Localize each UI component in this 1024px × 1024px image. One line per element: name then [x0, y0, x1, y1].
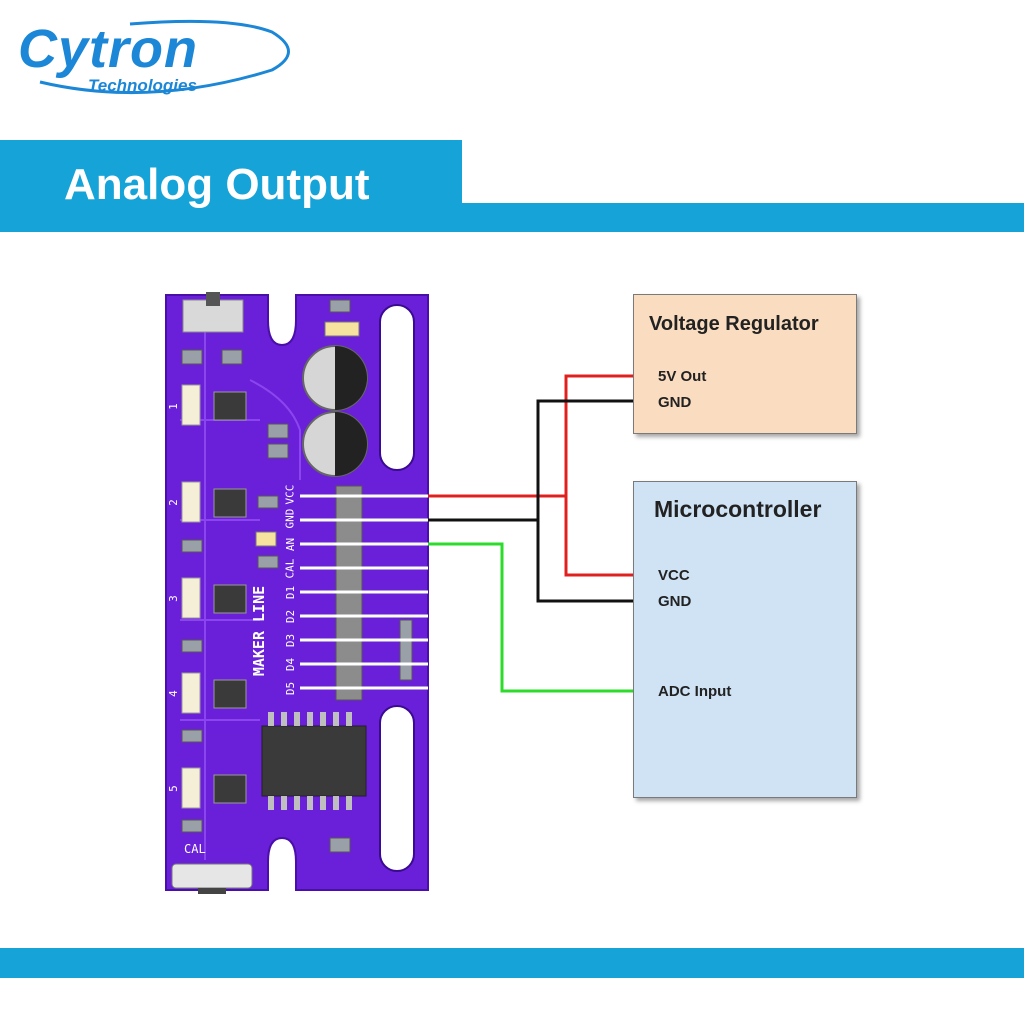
sensor-label-5: 5 — [166, 785, 180, 792]
regulator-pin-gnd: GND — [658, 394, 692, 411]
pin-label-d3: D3 — [284, 633, 298, 648]
wire-ground-mcu — [536, 520, 648, 603]
pin-label-d1: D1 — [284, 585, 298, 600]
wire-power — [428, 374, 648, 498]
title-band — [0, 140, 462, 232]
title-band-extension — [462, 203, 1024, 232]
sensor-1 — [181, 384, 247, 426]
capacitor — [302, 411, 368, 477]
logo-tagline: Technologies — [88, 76, 197, 95]
microcontroller-title: Microcontroller — [654, 496, 822, 522]
cal-label: CAL — [184, 842, 206, 856]
sensor-label-3: 3 — [166, 595, 180, 602]
calibration-button — [171, 863, 253, 889]
sensor-3 — [181, 577, 247, 619]
voltage-regulator-title: Voltage Regulator — [649, 313, 819, 335]
pin-label-d4: D4 — [284, 657, 298, 672]
logo-wordmark: Cytron — [18, 19, 198, 79]
sensor-2 — [181, 481, 247, 523]
pcb-traces — [180, 330, 301, 860]
wire-ground — [428, 399, 648, 522]
wire-signal — [428, 542, 648, 693]
pin-label-vcc: VCC — [283, 484, 297, 505]
mcu-pin-gnd: GND — [658, 593, 692, 610]
mcu-pin-adc-input: ADC Input — [658, 683, 732, 700]
smd-led — [255, 531, 277, 547]
smd-components — [181, 299, 413, 853]
sensor-label-1: 1 — [166, 403, 180, 410]
pin-label-an: AN — [284, 537, 298, 552]
smd-led — [324, 321, 360, 337]
sensor-label-4: 4 — [166, 690, 180, 697]
page-title: Analog Output — [64, 160, 370, 209]
sensor-5 — [181, 767, 247, 809]
sensor-4 — [181, 672, 247, 714]
ic-chip — [261, 712, 367, 810]
pin-label-d5: D5 — [284, 681, 298, 696]
sensor-label-2: 2 — [166, 499, 180, 506]
cytron-logo: Cytron Technologies — [10, 12, 300, 102]
bottom-band — [0, 948, 1024, 978]
pin-traces — [300, 494, 428, 690]
microcontroller-box: Microcontroller — [633, 481, 857, 798]
voltage-regulator-box: Voltage Regulator — [633, 294, 857, 434]
pin-label-cal: CAL — [283, 558, 297, 579]
capacitor — [302, 345, 368, 411]
pin-label-d2: D2 — [284, 609, 298, 624]
board-name: MAKER LINE — [250, 585, 269, 677]
wire-power-mcu — [564, 496, 648, 577]
mcu-pin-vcc: VCC — [658, 567, 690, 584]
logo-swoosh — [39, 19, 290, 94]
calibration-button-cap — [198, 888, 226, 894]
pin-label-gnd: GND — [283, 508, 297, 529]
pcb-slot-top — [379, 304, 415, 471]
mode-switch-knob — [206, 292, 220, 306]
regulator-pin-5v-out: 5V Out — [658, 368, 707, 385]
pcb-slot-bottom — [379, 705, 415, 872]
